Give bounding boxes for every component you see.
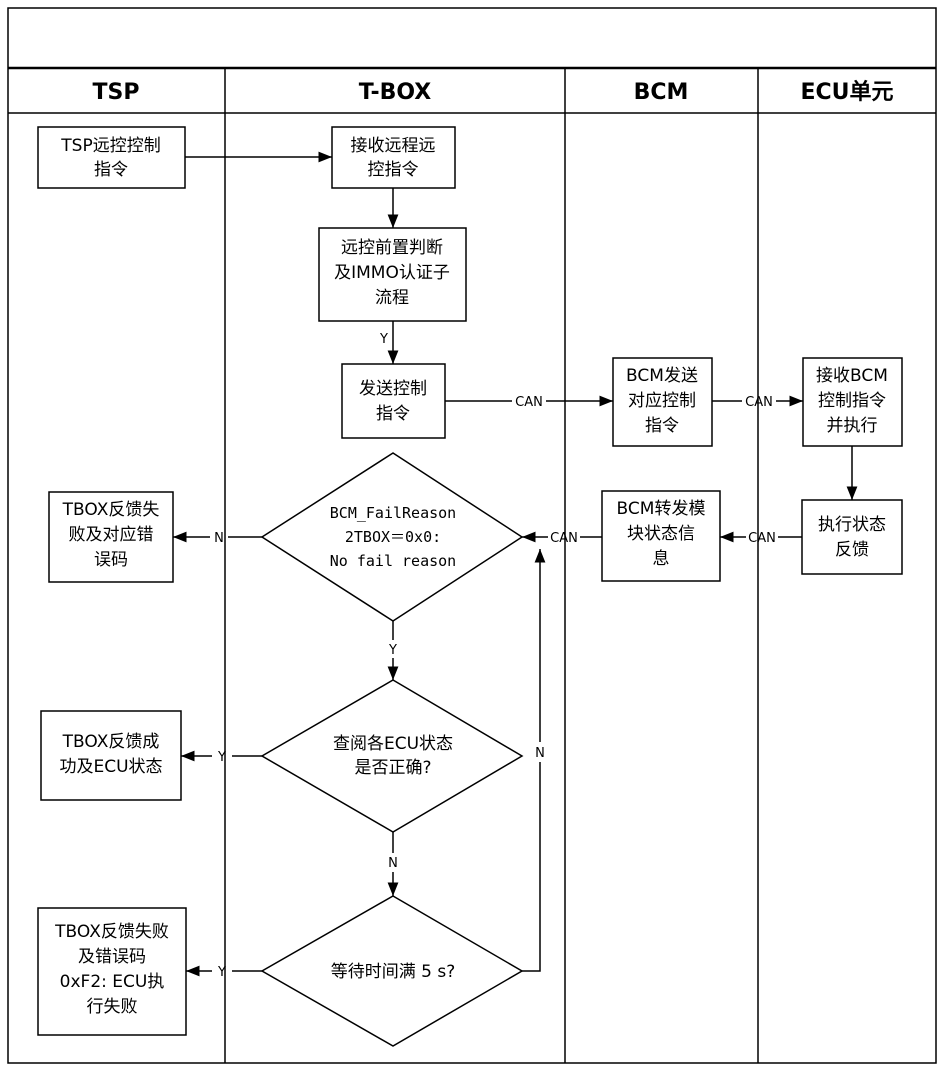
edge-label-y4: Y [217,965,226,980]
decision-wait-5s: 等待时间满 5 s? [260,895,524,1047]
svg-text:BCM发送对应控制指令: BCM发送对应控制指令 [626,366,698,436]
svg-text:TBOX反馈失败及对应错误码: TBOX反馈失败及对应错误码 [62,500,160,570]
edge-label-can2: CAN [745,395,773,410]
edge-label-n1: N [214,531,224,546]
edge-label-y1: Y [379,332,388,347]
svg-text:BCM转发模块状态信息: BCM转发模块状态信息 [617,499,706,569]
svg-text:TSP远控控制指令: TSP远控控制指令 [60,136,160,180]
edge-label-n2: N [388,856,398,871]
edge-label-can4: CAN [550,531,578,546]
svg-text:接收远程远控指令: 接收远程远控指令 [351,136,436,180]
svg-text:TBOX反馈成功及ECU状态: TBOX反馈成功及ECU状态 [59,732,162,777]
node-tbox-fail-code: TBOX反馈失败及对应错误码 [48,491,174,583]
node-ecu-feedback: 执行状态反馈 [801,499,903,575]
edge-label-can1: CAN [515,395,543,410]
lane-title-tbox: T-BOX [359,80,432,105]
edge-label-can3: CAN [748,531,776,546]
node-tbox-success: TBOX反馈成功及ECU状态 [40,710,182,801]
node-bcm-forward: BCM转发模块状态信息 [601,490,721,582]
edge-wait-n-loop [522,549,540,972]
svg-text:查阅各ECU状态是否正确?: 查阅各ECU状态是否正确? [333,734,453,778]
svg-text:远控前置判断及IMMO认证子流程: 远控前置判断及IMMO认证子流程 [334,238,450,308]
decision-check-ecu: 查阅各ECU状态是否正确? [260,679,524,833]
node-send-cmd: 发送控制指令 [341,363,446,439]
node-bcm-send: BCM发送对应控制指令 [612,357,713,447]
lane-title-bcm: BCM [634,80,689,105]
node-tsp-cmd: TSP远控控制指令 [37,126,186,189]
diagram-frame [7,7,937,1064]
svg-text:发送控制指令: 发送控制指令 [359,379,427,424]
node-pre-check: 远控前置判断及IMMO认证子流程 [318,227,467,322]
lane-title-ecu: ECU单元 [800,80,893,105]
lane-title-tsp: TSP [93,80,140,105]
edge-label-y2: Y [388,643,397,658]
svg-text:执行状态反馈: 执行状态反馈 [818,515,886,560]
node-recv-cmd: 接收远程远控指令 [331,126,456,189]
svg-text:等待时间满 5 s?: 等待时间满 5 s? [331,962,456,982]
edge-label-y3: Y [217,750,226,765]
edge-label-n3: N [535,746,545,761]
